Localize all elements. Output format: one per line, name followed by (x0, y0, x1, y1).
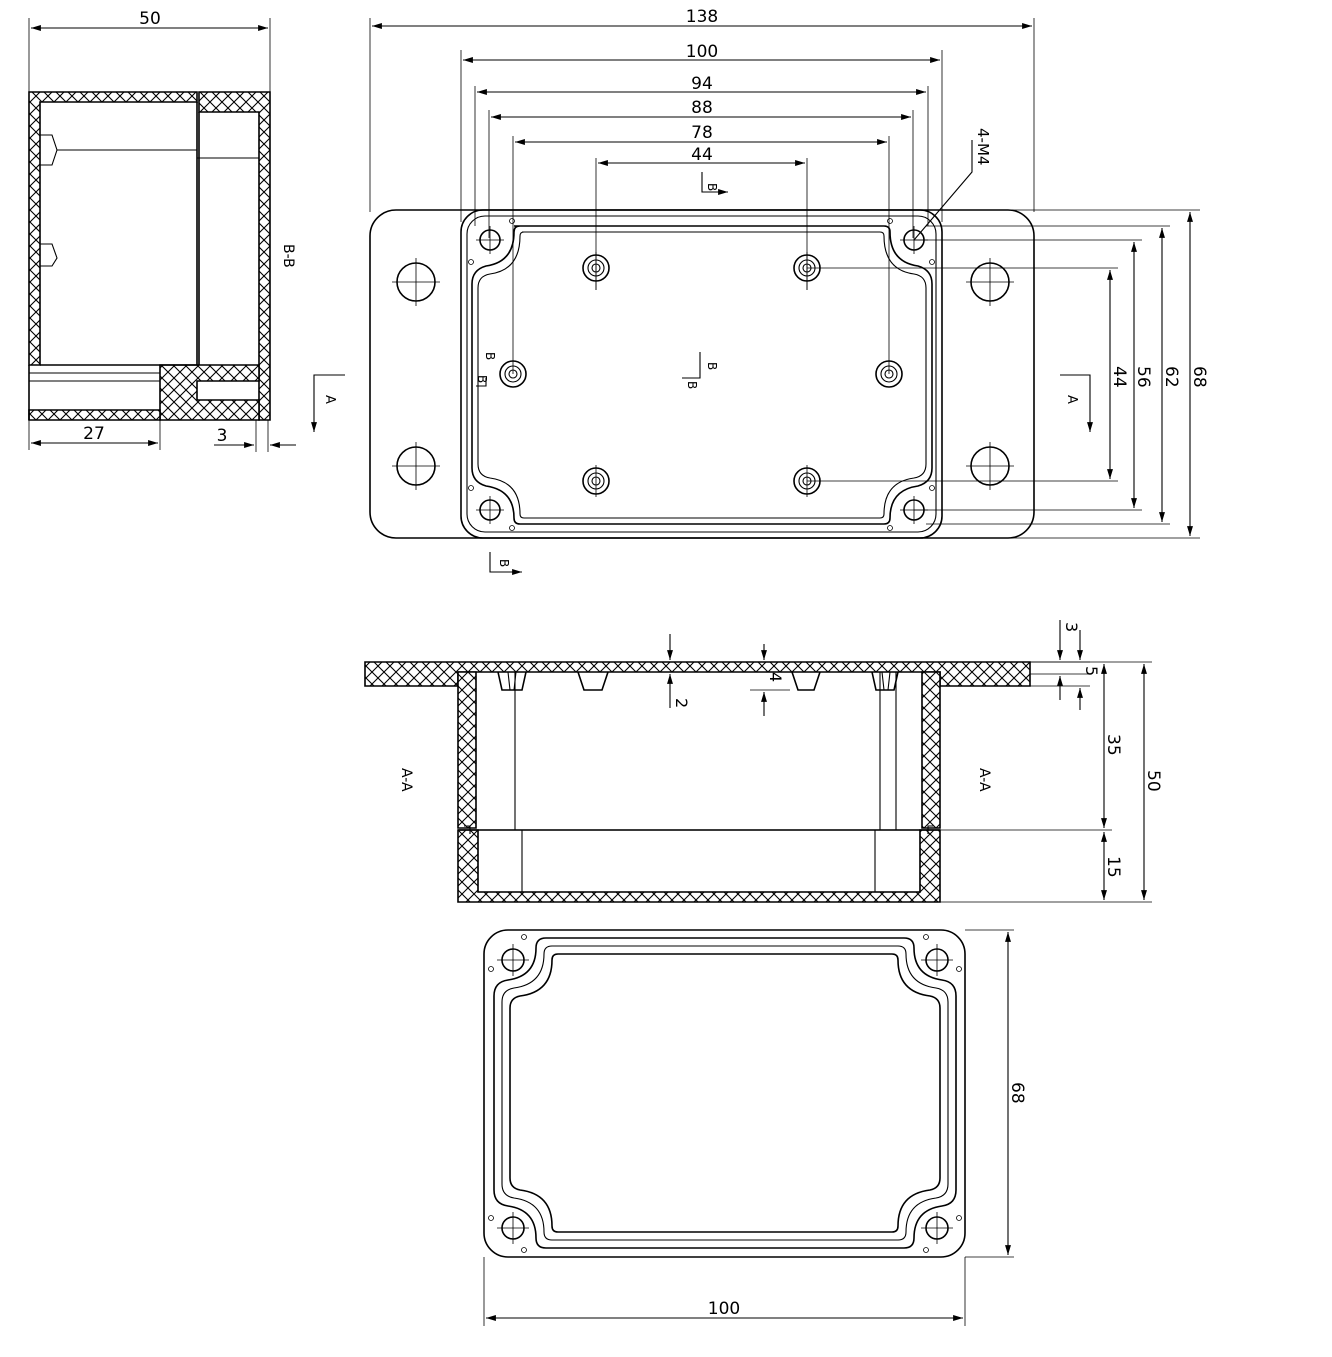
box-outline (460, 209, 943, 539)
box-corner-screws (468, 218, 935, 531)
side-base-strip (28, 409, 161, 421)
top-center-mark-b-1: B (705, 362, 719, 370)
cavity-outline (471, 225, 933, 525)
dim-h62-text: 62 (1161, 366, 1181, 388)
dim-depth-text: 50 (139, 9, 161, 29)
top-left-mark-b-1: B (483, 352, 497, 360)
side-section-label: B-B (280, 244, 296, 268)
top-section-mark-b-top: B (705, 183, 719, 191)
side-section-view: 50 B-B A 27 3 (28, 9, 345, 452)
dim-27-text: 27 (83, 424, 105, 444)
callout-m4-text: 4-M4 (974, 128, 992, 165)
dim-lid-width-text: 100 (708, 1299, 740, 1319)
lid-groove-outer (493, 937, 957, 1249)
lid-outline (483, 929, 966, 1258)
front-left-wall-upper (457, 671, 477, 829)
side-arrow-label: A (322, 395, 337, 404)
top-left-mark-b-2: B (475, 375, 489, 383)
dim-h56-text: 56 (1133, 366, 1153, 388)
interior-bosses (499, 252, 903, 497)
top-view: 138 100 94 88 78 44 B B (369, 7, 1209, 575)
side-bottom-wall (159, 364, 260, 421)
front-label-right: A-A (976, 768, 992, 792)
dim-78-text: 78 (691, 123, 713, 143)
dim-front-50-text: 50 (1143, 770, 1163, 792)
dim-front-2-text: 2 (672, 698, 691, 708)
front-label-left: A-A (398, 768, 414, 792)
dim-h68-text: 68 (1189, 366, 1209, 388)
dim-front-3-text: 3 (1062, 622, 1081, 632)
top-arrow-label-a: A (1064, 395, 1079, 404)
dim-box-width-text: 100 (686, 42, 718, 62)
dim-front-15-text: 15 (1103, 856, 1123, 878)
dim-88-text: 88 (691, 98, 713, 118)
dim-h44-text: 44 (1109, 366, 1129, 388)
dim-front-5-text: 5 (1082, 666, 1101, 676)
dim-front-4-text: 4 (766, 672, 785, 682)
dim-3-text: 3 (217, 426, 228, 446)
top-section-mark-b-bottom: B (497, 559, 511, 567)
front-base (457, 829, 941, 903)
top-center-mark-b-2: B (685, 381, 699, 389)
side-top-wall (28, 91, 198, 366)
front-section-view: A-A A-A 2 4 3 5 35 15 50 (364, 620, 1163, 903)
dim-lid-height-text: 68 (1007, 1082, 1027, 1104)
dim-front-35-text: 35 (1103, 734, 1123, 756)
lid-view: 68 100 (483, 929, 1027, 1326)
dim-94-text: 94 (691, 74, 713, 94)
dim-overall-width-text: 138 (686, 7, 718, 27)
front-right-wall-upper (921, 671, 941, 829)
flange-mounting-holes (392, 258, 1014, 490)
lid-corner-screws (488, 934, 962, 1253)
dim-boss-44-text: 44 (691, 145, 713, 165)
